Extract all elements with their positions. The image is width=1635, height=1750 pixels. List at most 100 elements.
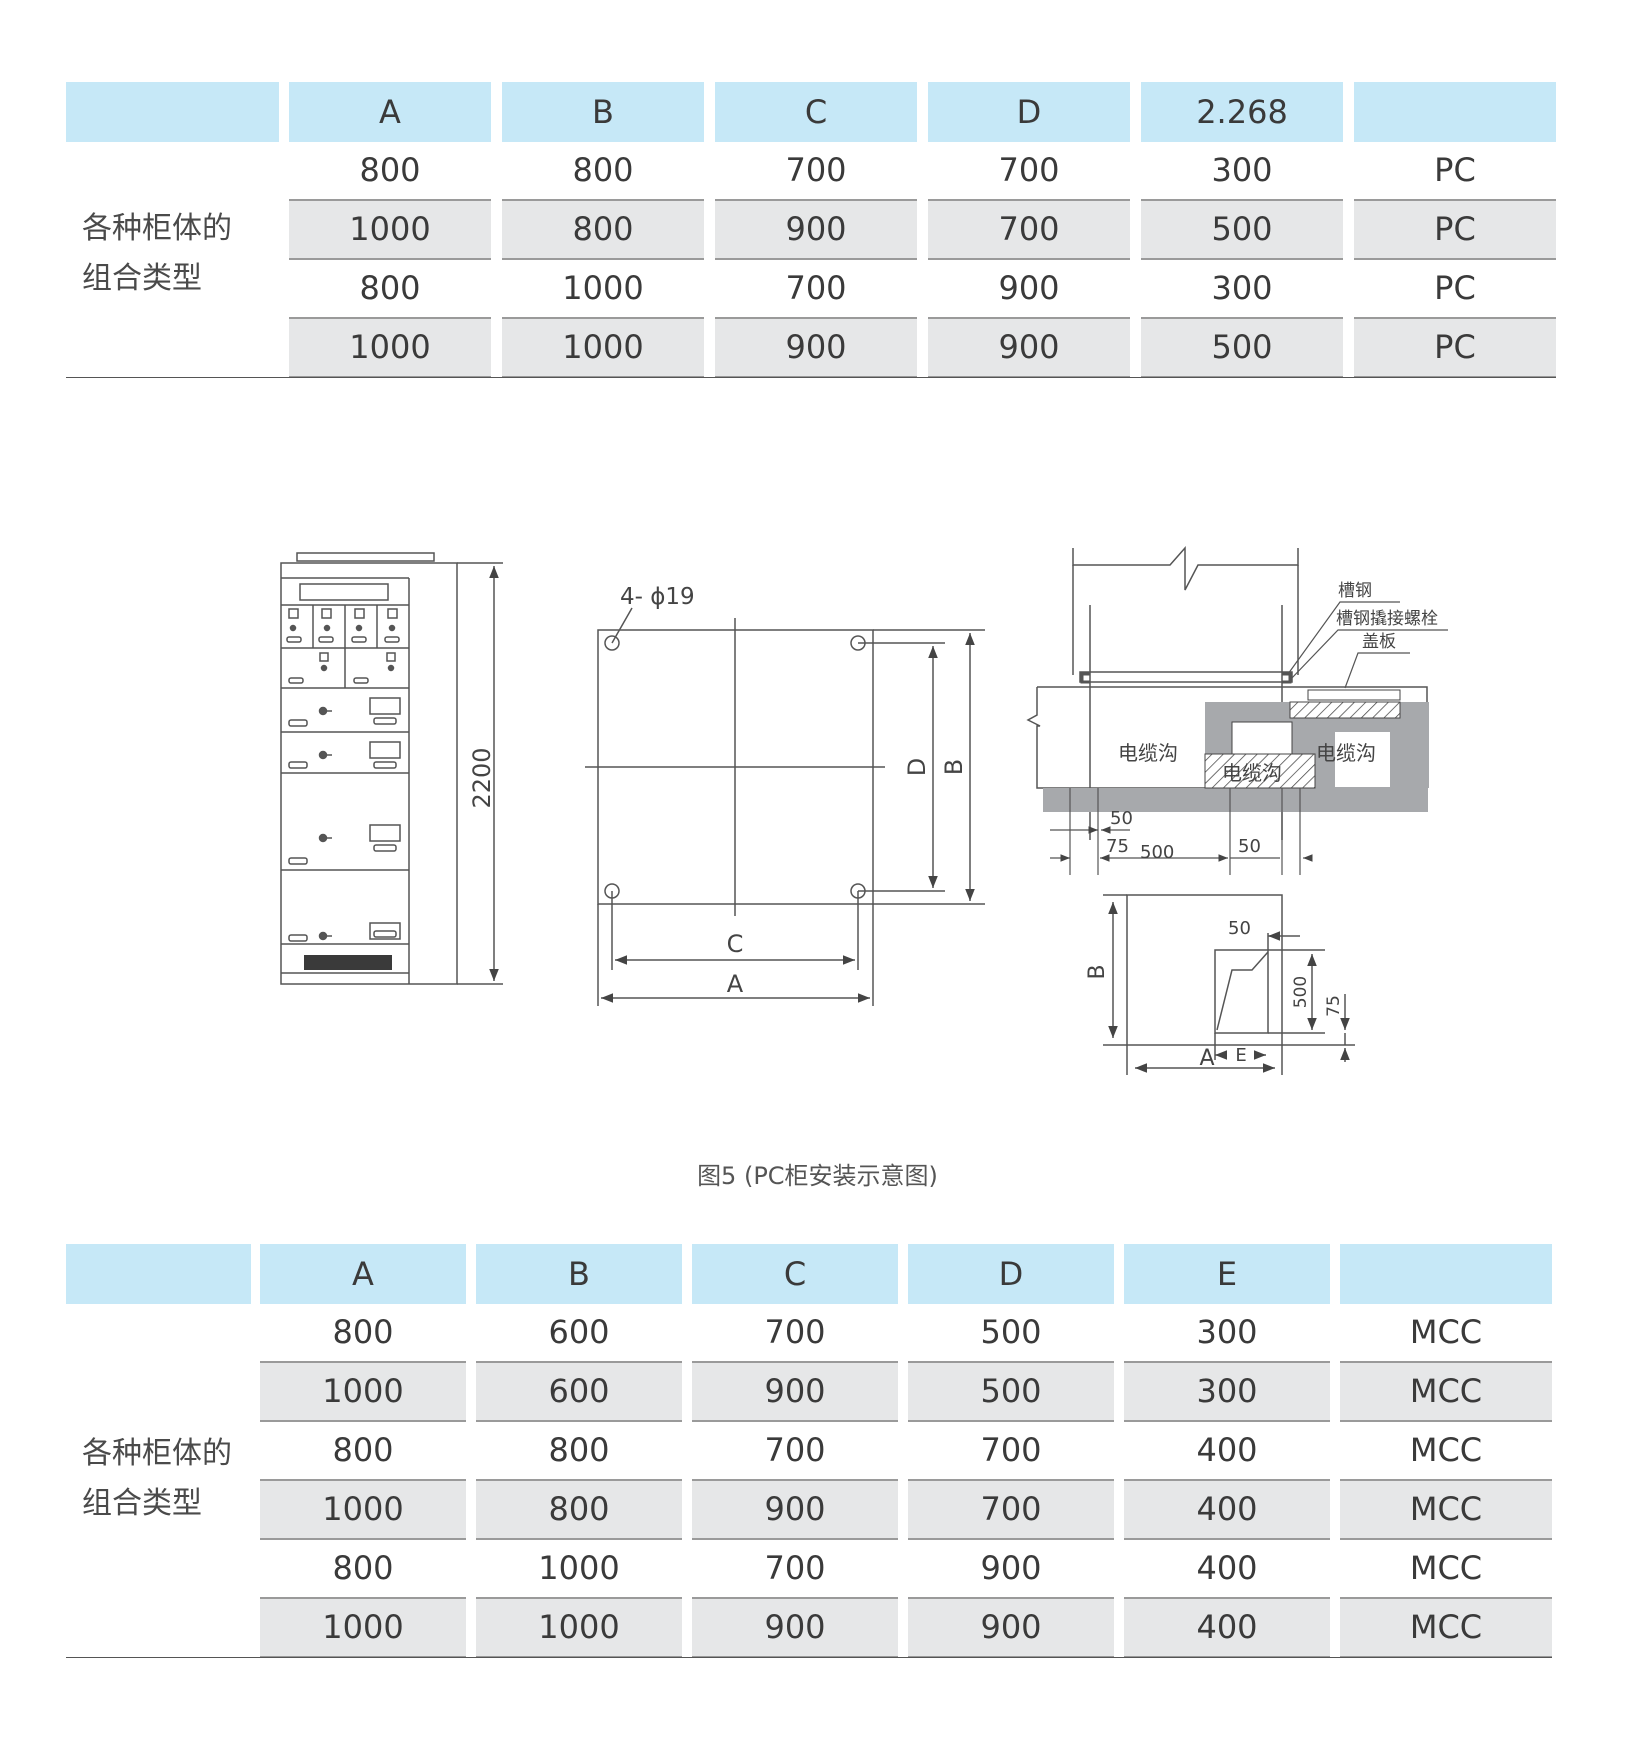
cell-b: 800 (502, 142, 704, 201)
cell-c: 700 (692, 1422, 898, 1481)
cell-b: 600 (476, 1304, 682, 1363)
dim-50-label: 50 (1110, 808, 1133, 829)
cell-a: 800 (289, 260, 491, 319)
dim-d-label: D (903, 758, 931, 776)
dim-c-label: C (727, 930, 744, 958)
trench-label-right: 电缆沟 (1316, 741, 1376, 765)
cell-a: 1000 (289, 319, 491, 378)
cell-b: 1000 (476, 1599, 682, 1658)
cell-e: 400 (1124, 1422, 1330, 1481)
cabinet-front-view (280, 552, 503, 985)
cell-type: MCC (1340, 1599, 1552, 1658)
cell-b: 600 (476, 1363, 682, 1422)
opening-dim-a-label: A (1199, 1046, 1214, 1071)
table-row: 1000 1000 900 900 500 PC (66, 319, 1556, 378)
header-cell-a: A (289, 82, 491, 142)
cell-a: 800 (260, 1304, 466, 1363)
dim-500-label: 500 (1140, 842, 1174, 863)
header-cell-b: B (502, 82, 704, 142)
cell-type: PC (1354, 201, 1556, 260)
cell-a: 1000 (260, 1481, 466, 1540)
cell-d: 700 (908, 1481, 1114, 1540)
row-group-label-line2: 组合类型 (82, 261, 202, 296)
trench-label-left: 电缆沟 (1118, 741, 1178, 765)
cell-b: 1000 (502, 260, 704, 319)
header-cell-d: D (928, 82, 1130, 142)
dimension-table-mcc: A B C D E 各种柜体的 组合类型 800 600 700 500 300… (66, 1244, 1556, 1658)
header-cell-label (66, 1244, 251, 1304)
header-cell-c: C (715, 82, 917, 142)
cell-d: 700 (908, 1422, 1114, 1481)
base-opening-plan (1103, 894, 1355, 1075)
figure-caption: 图5 (PC柜安装示意图) (697, 1162, 938, 1190)
cell-d: 700 (928, 142, 1130, 201)
base-plan-view (585, 607, 985, 1006)
cell-e: 500 (1141, 201, 1343, 260)
cell-e: 400 (1124, 1599, 1330, 1658)
cell-c: 900 (715, 201, 917, 260)
dim-a-label: A (727, 970, 744, 998)
cell-c: 700 (715, 142, 917, 201)
mounting-holes-label: 4- ϕ19 (620, 584, 695, 610)
cell-type: MCC (1340, 1481, 1552, 1540)
cell-d: 500 (908, 1363, 1114, 1422)
row-group-label: 各种柜体的 组合类型 (82, 204, 232, 304)
cell-e: 300 (1141, 260, 1343, 319)
opening-dim-e-label: E (1235, 1045, 1246, 1066)
table-bottom-rule (66, 1657, 1552, 1658)
cell-d: 500 (908, 1304, 1114, 1363)
header-cell-type (1340, 1244, 1552, 1304)
opening-dim-50-label: 50 (1228, 918, 1251, 939)
height-dimension-label: 2200 (468, 747, 496, 808)
cell-type: PC (1354, 319, 1556, 378)
header-cell-e: 2.268 (1141, 82, 1343, 142)
cell-e: 300 (1141, 142, 1343, 201)
table-row: 800 1000 700 900 400 MCC (66, 1540, 1556, 1599)
table-header-row: A B C D E (66, 1244, 1556, 1304)
cell-a: 800 (289, 142, 491, 201)
dimension-table-pc: A B C D 2.268 各种柜体的 组合类型 800 800 700 700… (66, 82, 1556, 378)
cell-d: 900 (908, 1540, 1114, 1599)
cell-b: 800 (476, 1481, 682, 1540)
table-row: 1000 800 900 700 400 MCC (66, 1481, 1556, 1540)
header-cell-e: E (1124, 1244, 1330, 1304)
header-cell-label (66, 82, 279, 142)
cell-a: 1000 (260, 1599, 466, 1658)
cell-e: 300 (1124, 1363, 1330, 1422)
table-row: 800 600 700 500 300 MCC (66, 1304, 1556, 1363)
cell-d: 700 (928, 201, 1130, 260)
header-cell-c: C (692, 1244, 898, 1304)
cell-b: 800 (476, 1422, 682, 1481)
opening-dim-b-label: B (1085, 964, 1110, 979)
cell-type: PC (1354, 142, 1556, 201)
cell-c: 700 (692, 1304, 898, 1363)
cell-e: 400 (1124, 1540, 1330, 1599)
dim-50-label-2: 50 (1238, 836, 1261, 857)
cabinet-display-window (299, 583, 389, 601)
cell-e: 400 (1124, 1481, 1330, 1540)
cell-a: 800 (260, 1422, 466, 1481)
cell-c: 700 (715, 260, 917, 319)
header-cell-d: D (908, 1244, 1114, 1304)
trench-label-center: 电缆沟 (1222, 761, 1282, 785)
channel-steel-label: 槽钢 (1338, 581, 1372, 601)
cabinet-top-cap (296, 552, 435, 562)
cell-type: MCC (1340, 1363, 1552, 1422)
cell-e: 500 (1141, 319, 1343, 378)
mounting-hole (604, 635, 620, 651)
dim-b-label: B (940, 759, 968, 775)
cell-a: 1000 (289, 201, 491, 260)
header-cell-b: B (476, 1244, 682, 1304)
table-row: 800 800 700 700 400 MCC (66, 1422, 1556, 1481)
cell-c: 900 (715, 319, 917, 378)
cell-type: MCC (1340, 1540, 1552, 1599)
cell-b: 1000 (476, 1540, 682, 1599)
dim-75-label: 75 (1106, 836, 1129, 857)
table-header-row: A B C D 2.268 (66, 82, 1556, 142)
cell-a: 1000 (260, 1363, 466, 1422)
cell-d: 900 (908, 1599, 1114, 1658)
cover-plate-label: 盖板 (1362, 632, 1396, 652)
cell-c: 700 (692, 1540, 898, 1599)
table-row: 800 1000 700 900 300 PC (66, 260, 1556, 319)
installation-drawing: 2200 4- ϕ19 C A D B (0, 540, 1635, 1100)
